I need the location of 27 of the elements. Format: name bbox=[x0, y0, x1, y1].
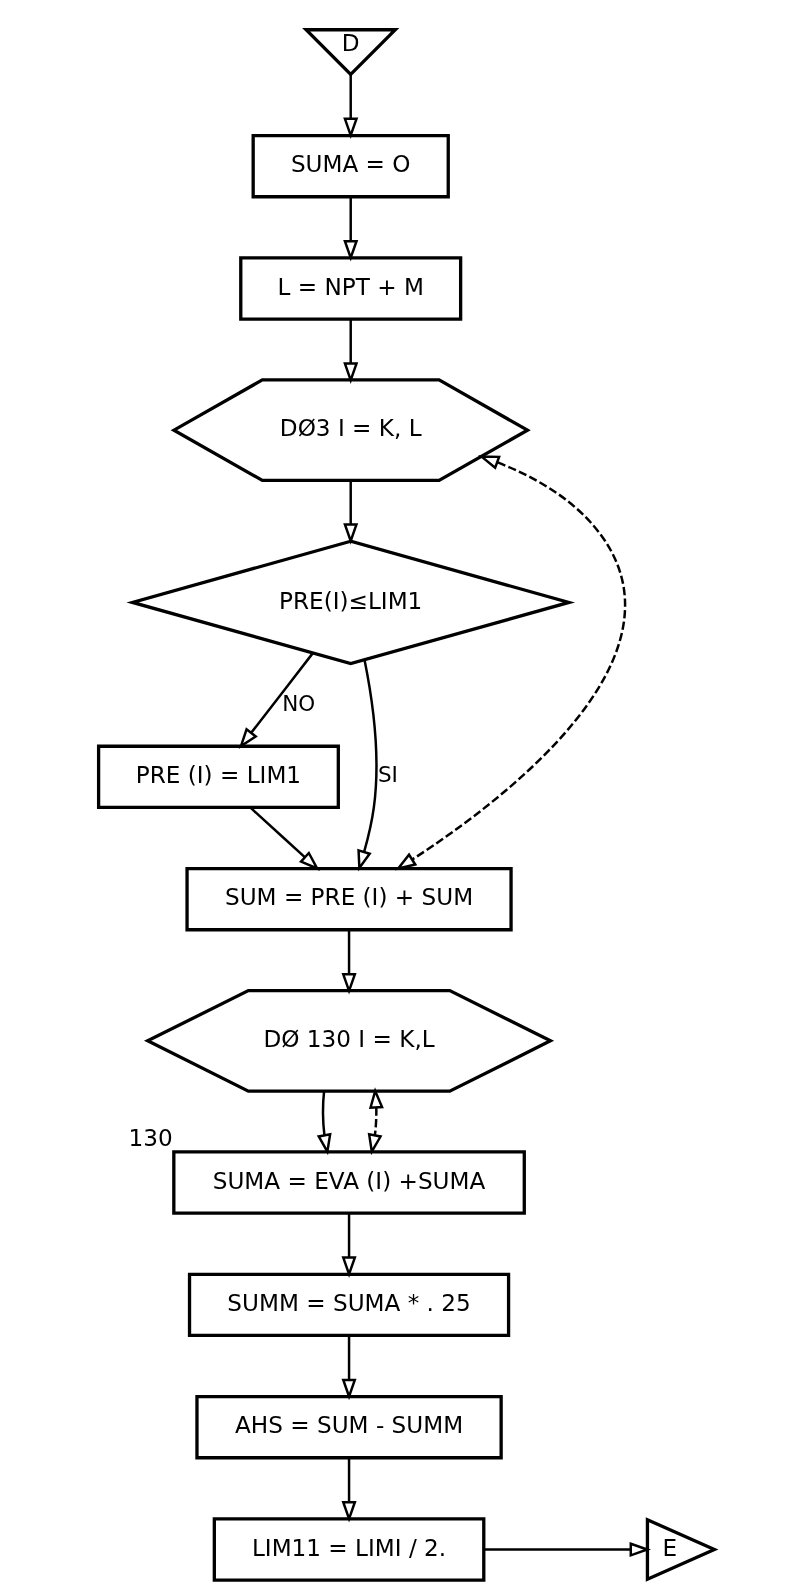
edge-label: NO bbox=[281, 690, 315, 716]
node-box: SUMA = O bbox=[251, 133, 450, 199]
arrow bbox=[341, 1213, 357, 1278]
node-box: L = NPT + M bbox=[238, 256, 462, 321]
arrow bbox=[342, 74, 358, 140]
arrow bbox=[394, 455, 626, 871]
node-box: LIM11 = LIMI / 2. bbox=[212, 1517, 485, 1582]
arrow bbox=[341, 1458, 357, 1523]
node-box: SUMA = EVA (I) +SUMA bbox=[171, 1150, 526, 1215]
arrow bbox=[341, 1335, 357, 1401]
node-box: PRE (I) = LIM1 bbox=[96, 744, 340, 810]
node-box: SUM = PRE (I) + SUM bbox=[184, 866, 513, 932]
arrow bbox=[367, 1087, 384, 1156]
node-diamond: PRE(I)≤LIM1 bbox=[125, 539, 575, 666]
arrow bbox=[342, 197, 358, 262]
arrow bbox=[342, 480, 358, 545]
node-label: 130 bbox=[128, 1124, 173, 1151]
arrow bbox=[356, 659, 378, 872]
arrow bbox=[342, 319, 358, 384]
arrow bbox=[249, 807, 320, 871]
arrow bbox=[316, 1090, 332, 1156]
node-box: AHS = SUM - SUMM bbox=[194, 1394, 503, 1460]
arrow bbox=[341, 930, 357, 995]
arrow bbox=[483, 1542, 651, 1558]
node-box: SUMM = SUMA * . 25 bbox=[187, 1272, 510, 1338]
edge-label: SI bbox=[377, 762, 398, 788]
arrow bbox=[238, 652, 314, 749]
